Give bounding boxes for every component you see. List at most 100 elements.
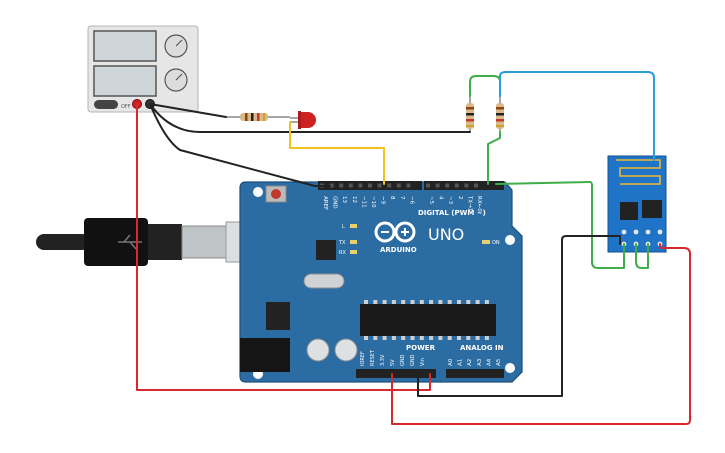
digital-pin-13[interactable] bbox=[454, 183, 459, 188]
chip-pin bbox=[475, 300, 480, 304]
chip-pin bbox=[419, 336, 424, 340]
digital-pin-3[interactable] bbox=[348, 183, 353, 188]
digital-pin-label: AREF bbox=[322, 196, 328, 210]
chip-pin bbox=[401, 336, 406, 340]
digital-pin-label: ~6 bbox=[408, 196, 414, 205]
chip-pin bbox=[364, 336, 368, 340]
analog-pin-label: A1 bbox=[458, 359, 464, 366]
analog-label: ANALOG IN bbox=[460, 344, 504, 352]
usb-chip bbox=[316, 240, 336, 260]
wire-black-supply-led bbox=[149, 103, 471, 133]
digital-pin-10[interactable] bbox=[426, 183, 430, 188]
wire-red-3v3-esp bbox=[391, 243, 691, 425]
voltage-regulator bbox=[266, 302, 290, 330]
chip-pin bbox=[382, 300, 387, 304]
chip-pin bbox=[447, 300, 452, 304]
wire-black-supply-gnd bbox=[149, 103, 331, 187]
chip-pin bbox=[484, 300, 489, 304]
wire-black-gnd-esp bbox=[417, 235, 621, 397]
antenna-trace bbox=[616, 159, 661, 185]
chip-pin bbox=[475, 336, 480, 340]
esp8266-module[interactable] bbox=[607, 155, 667, 253]
digital-pin-5[interactable] bbox=[368, 183, 372, 188]
mounting-hole bbox=[253, 187, 263, 197]
flash-chip bbox=[642, 200, 662, 218]
digital-pin-8[interactable] bbox=[396, 183, 401, 188]
wire-green-divider bbox=[469, 75, 501, 97]
power-pin-label: Vin bbox=[420, 358, 426, 366]
wire-green-esp-2 bbox=[635, 243, 649, 269]
digital-pin-7[interactable] bbox=[387, 183, 392, 188]
digital-pin-label: 7 bbox=[399, 196, 405, 200]
chip-pin bbox=[364, 300, 368, 304]
power-pin-label: GND bbox=[410, 354, 416, 366]
arduino-logo-icon bbox=[374, 221, 416, 243]
divider-resistor-2[interactable] bbox=[496, 96, 504, 132]
svg-text:ON: ON bbox=[492, 240, 500, 246]
digital-pin-label: ~5 bbox=[428, 196, 434, 205]
power-header[interactable] bbox=[356, 369, 436, 378]
rx-led bbox=[350, 250, 357, 254]
tx-led bbox=[350, 240, 357, 244]
digital-pin-label: ~10 bbox=[370, 196, 376, 208]
crystal-oscillator bbox=[303, 273, 345, 289]
chip-pin bbox=[484, 336, 489, 340]
capacitor bbox=[334, 338, 358, 362]
digital-pin-label: ~9 bbox=[380, 196, 386, 205]
digital-pin-6[interactable] bbox=[377, 183, 382, 188]
chip-pin bbox=[373, 300, 378, 304]
analog-pin-label: A4 bbox=[486, 358, 492, 366]
esp-pin[interactable] bbox=[621, 229, 627, 235]
digital-pin-4[interactable] bbox=[358, 183, 363, 188]
chip-pin bbox=[410, 300, 415, 304]
analog-header[interactable] bbox=[446, 369, 504, 378]
digital-pin-9[interactable] bbox=[406, 183, 411, 188]
esp-pin[interactable] bbox=[633, 229, 639, 235]
analog-pin-label: A5 bbox=[496, 358, 502, 366]
digital-pin-label: 2 bbox=[457, 196, 463, 200]
esp-pin[interactable] bbox=[657, 229, 663, 235]
digital-pin-1[interactable] bbox=[329, 183, 334, 188]
chip-pin bbox=[410, 336, 415, 340]
mounting-hole bbox=[505, 235, 515, 245]
esp-pin[interactable] bbox=[645, 229, 651, 235]
chip-pin bbox=[466, 300, 471, 304]
analog-pin-label: A2 bbox=[467, 359, 473, 366]
wire-green-tx-esp bbox=[495, 181, 625, 269]
power-pin-label: IOREF bbox=[360, 351, 366, 366]
red-led[interactable] bbox=[290, 111, 316, 129]
digital-pin-label: ~11 bbox=[360, 196, 366, 208]
wire-green-divider-pin bbox=[487, 131, 501, 185]
digital-pin-14[interactable] bbox=[464, 183, 469, 188]
power-pin-label: GND bbox=[400, 354, 406, 366]
chip-pin bbox=[391, 300, 396, 304]
mounting-hole bbox=[505, 363, 515, 373]
digital-pin-15[interactable] bbox=[474, 183, 478, 188]
wire-red-supply-vin bbox=[136, 103, 431, 391]
power-pin-label: 5V bbox=[390, 359, 396, 366]
power-supply[interactable]: OFF bbox=[87, 25, 199, 113]
chip-pin bbox=[466, 336, 471, 340]
wire-blue-esp bbox=[499, 71, 655, 161]
digital-pin-12[interactable] bbox=[445, 183, 450, 188]
l-led bbox=[350, 224, 357, 228]
digital-pin-label: ~3 bbox=[447, 196, 453, 205]
svg-text:TX: TX bbox=[338, 240, 346, 246]
power-switch[interactable] bbox=[94, 100, 118, 109]
capacitor bbox=[306, 338, 330, 362]
chip-pin bbox=[438, 336, 443, 340]
divider-resistor-1[interactable] bbox=[466, 96, 474, 132]
chip-pin bbox=[401, 300, 406, 304]
chip-pin bbox=[457, 336, 461, 340]
digital-pin-label: 13 bbox=[341, 196, 347, 203]
digital-pin-2[interactable] bbox=[339, 183, 344, 188]
digital-pin-11[interactable] bbox=[435, 183, 440, 188]
dc-barrel-jack bbox=[240, 338, 290, 372]
led-resistor[interactable] bbox=[226, 113, 290, 121]
usb-cable bbox=[36, 218, 265, 266]
chip-pin bbox=[457, 300, 461, 304]
power-pin-label: 3.3V bbox=[380, 354, 386, 366]
